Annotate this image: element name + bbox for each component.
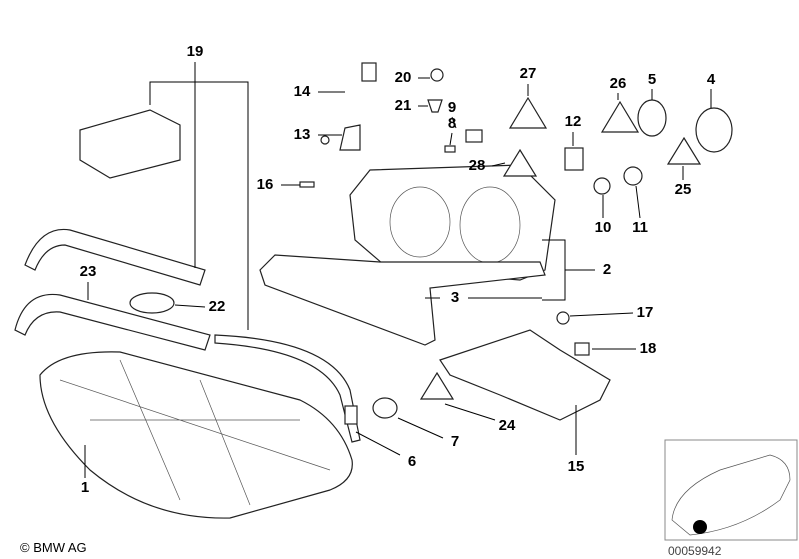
label-26: 26 (610, 75, 627, 92)
label-2: 2 (603, 261, 611, 278)
copyright-text: © BMW AG (20, 540, 87, 555)
label-22: 22 (209, 298, 226, 315)
label-18: 18 (640, 340, 657, 357)
label-23: 23 (80, 263, 97, 280)
label-12: 12 (565, 113, 582, 130)
leader-lines (84, 62, 712, 478)
headlight-lens (39, 351, 353, 519)
label-8: 8 (448, 115, 456, 132)
headlight-housing (349, 164, 556, 281)
inset-car-box (664, 439, 798, 541)
label-15: 15 (568, 458, 585, 475)
lens-seal-strips (14, 228, 361, 443)
small-parts (129, 62, 733, 425)
label-13: 13 (294, 126, 311, 143)
label-25: 25 (675, 181, 692, 198)
label-21: 21 (395, 97, 412, 114)
bracket-15 (439, 329, 611, 421)
label-19: 19 (187, 43, 204, 60)
label-27: 27 (520, 65, 537, 82)
label-6: 6 (408, 453, 416, 470)
label-28: 28 (469, 157, 486, 174)
label-5: 5 (648, 71, 656, 88)
label-10: 10 (595, 219, 612, 236)
label-11: 11 (632, 219, 648, 236)
label-7: 7 (451, 433, 459, 450)
box-part-19 (79, 109, 181, 179)
label-4: 4 (707, 71, 716, 88)
location-marker-icon (693, 520, 707, 534)
label-20: 20 (395, 69, 412, 86)
label-14: 14 (294, 83, 311, 100)
housing-gasket (259, 254, 546, 346)
label-24: 24 (499, 417, 516, 434)
label-16: 16 (257, 176, 274, 193)
part-labels: 1 2 3 4 5 6 7 8 9 10 11 12 13 14 15 16 1… (80, 43, 716, 496)
warning-label-icons (419, 96, 702, 400)
label-17: 17 (637, 304, 654, 321)
label-3: 3 (451, 289, 459, 306)
label-1: 1 (81, 479, 89, 496)
image-reference-number: 00059942 (668, 544, 722, 558)
label-9: 9 (448, 99, 456, 116)
